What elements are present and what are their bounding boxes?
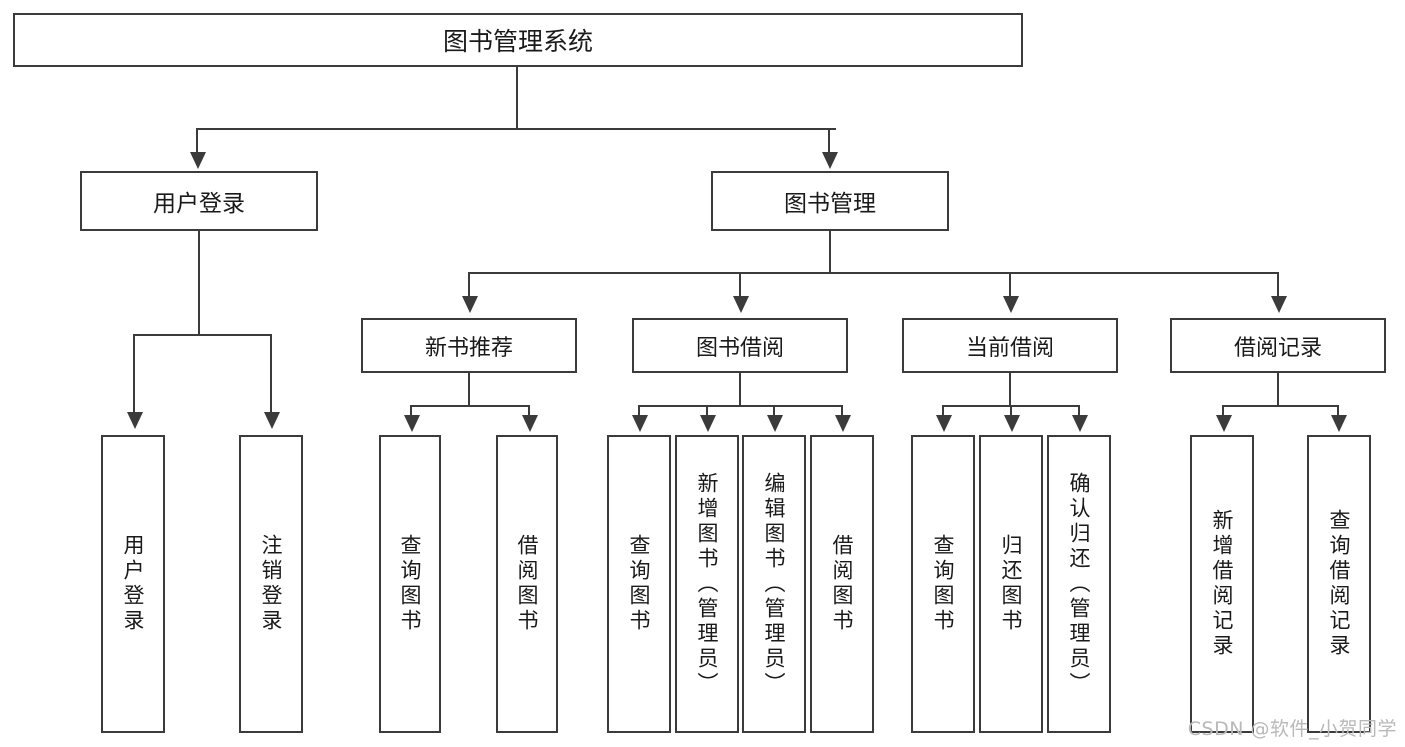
leaf-new-book-query[interactable]: 查询图书 [379,435,441,733]
leaf-current-borrow-query[interactable]: 查询图书 [911,435,975,733]
leaf-user-login-logout[interactable]: 注销登录 [239,435,303,733]
connector-to-borrow-record [1277,272,1280,300]
leaf-label: 注销登录 [259,534,284,634]
arrowhead-current-borrow [1003,296,1019,313]
connector-book-borrow-drop-4 [841,405,844,419]
connector-book-borrow-drop-2 [706,405,709,419]
connector-to-book-manage [828,128,831,156]
node-label: 借阅记录 [1233,335,1322,361]
leaf-label: 新增图书（管理员） [695,471,720,697]
connector-new-book-stem [468,373,471,407]
leaf-book-borrow-add[interactable]: 新增图书（管理员） [675,435,739,733]
connector-new-book-drop-1 [410,405,413,419]
node-borrow-record[interactable]: 借阅记录 [1170,318,1386,373]
connector-to-book-borrow [739,272,742,300]
node-label: 当前借阅 [965,335,1054,361]
connector-current-borrow-drop-2 [1010,405,1013,419]
connector-user-login-drop-2 [270,334,273,416]
leaf-new-book-borrow[interactable]: 借阅图书 [496,435,558,733]
arrowhead-leaf-new-book-2 [522,415,538,432]
arrowhead-book-borrow [733,296,749,313]
connector-user-login-drop-1 [133,334,136,416]
leaf-current-borrow-return[interactable]: 归还图书 [979,435,1043,733]
connector-level3-bus [468,272,1279,275]
arrowhead-leaf-user-login-1 [127,412,143,429]
arrowhead-leaf-user-login-2 [264,412,280,429]
leaf-borrow-record-query[interactable]: 查询借阅记录 [1307,435,1371,733]
connector-borrow-record-drop-2 [1337,405,1340,419]
leaf-label: 查询图书 [398,534,423,634]
connector-book-borrow-bus [638,405,843,408]
connector-user-login-stem [198,231,201,336]
connector-to-current-borrow [1009,272,1012,300]
arrowhead-leaf-borrow-record-1 [1216,415,1232,432]
csdn-watermark: CSDN @软件_小贺同学 [1187,718,1397,740]
connector-book-borrow-stem [739,373,742,407]
connector-user-login-bus [133,334,272,337]
node-user-login[interactable]: 用户登录 [80,171,318,231]
connector-new-book-bus [410,405,530,408]
arrowhead-leaf-book-borrow-1 [632,415,648,432]
node-label: 图书借阅 [695,335,784,361]
arrowhead-leaf-book-borrow-3 [767,415,783,432]
leaf-label: 确认归还（管理员） [1067,471,1092,697]
connector-root-stem [516,67,519,130]
node-label: 用户登录 [153,191,245,217]
connector-borrow-record-bus [1222,405,1339,408]
arrowhead-leaf-book-borrow-2 [700,415,716,432]
connector-current-borrow-drop-3 [1078,405,1081,419]
node-new-book-recommend[interactable]: 新书推荐 [361,318,577,373]
connector-to-new-book [468,272,471,300]
connector-book-manage-stem [829,231,832,274]
arrowhead-leaf-current-borrow-3 [1072,415,1088,432]
arrowhead-borrow-record [1271,296,1287,313]
leaf-label: 用户登录 [121,534,146,634]
connector-book-borrow-drop-3 [773,405,776,419]
leaf-label: 编辑图书（管理员） [762,471,787,697]
leaf-book-borrow-edit[interactable]: 编辑图书（管理员） [742,435,806,733]
node-book-borrow[interactable]: 图书借阅 [632,318,848,373]
leaf-book-borrow-borrow[interactable]: 借阅图书 [810,435,874,733]
leaf-book-borrow-query[interactable]: 查询图书 [607,435,671,733]
arrowhead-leaf-new-book-1 [404,415,420,432]
leaf-label: 归还图书 [999,534,1024,634]
arrowhead-user-login [190,152,206,169]
connector-borrow-record-drop-1 [1222,405,1225,419]
connector-borrow-record-stem [1277,373,1280,407]
arrowhead-new-book [462,296,478,313]
node-root-system[interactable]: 图书管理系统 [13,13,1023,67]
node-label: 图书管理系统 [442,27,593,56]
leaf-user-login-login[interactable]: 用户登录 [101,435,165,733]
arrowhead-leaf-book-borrow-4 [835,415,851,432]
leaf-label: 借阅图书 [830,534,855,634]
leaf-current-borrow-confirm[interactable]: 确认归还（管理员） [1047,435,1111,733]
connector-level2-bus [196,128,836,131]
arrowhead-leaf-borrow-record-2 [1331,415,1347,432]
connector-book-borrow-drop-1 [638,405,641,419]
node-label: 图书管理 [784,191,876,217]
connector-to-user-login [196,128,199,156]
leaf-label: 查询图书 [931,534,956,634]
arrowhead-leaf-current-borrow-1 [936,415,952,432]
arrowhead-book-manage [822,152,838,169]
arrowhead-leaf-current-borrow-2 [1004,415,1020,432]
leaf-label: 查询图书 [627,534,652,634]
leaf-label: 查询借阅记录 [1327,509,1352,659]
connector-current-borrow-stem [1009,373,1012,407]
connector-new-book-drop-2 [528,405,531,419]
node-current-borrow[interactable]: 当前借阅 [902,318,1118,373]
connector-current-borrow-drop-1 [942,405,945,419]
leaf-label: 新增借阅记录 [1210,509,1235,659]
node-label: 新书推荐 [424,335,513,361]
leaf-borrow-record-add[interactable]: 新增借阅记录 [1190,435,1254,733]
leaf-label: 借阅图书 [515,534,540,634]
node-book-manage[interactable]: 图书管理 [711,171,949,231]
